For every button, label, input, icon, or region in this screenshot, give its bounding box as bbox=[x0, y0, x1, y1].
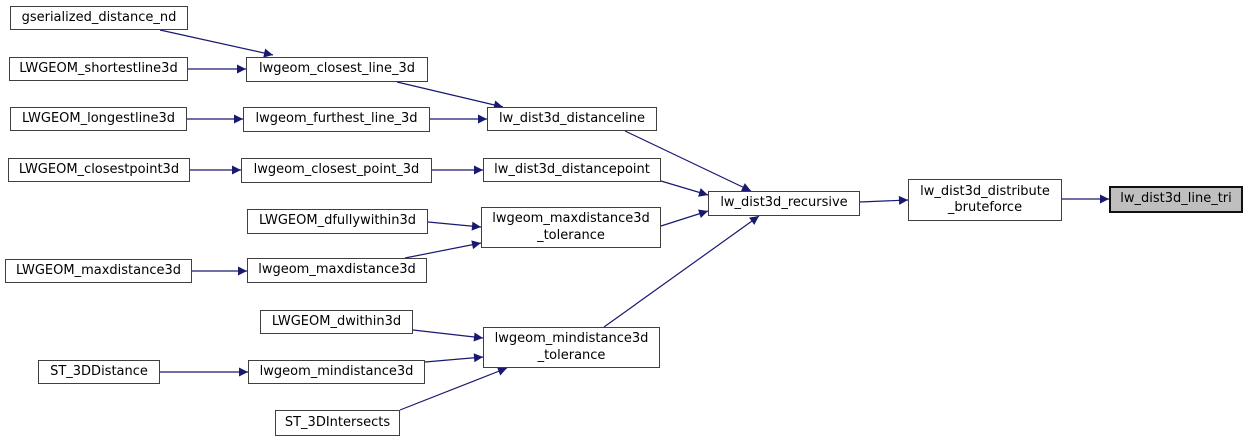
edge-lwgeom_mindistance3d-to-lwgeom_mindistance3d_tolerance bbox=[424, 353, 484, 363]
graph-node-lwgeom_furthest_line_3d[interactable]: lwgeom_furthest_line_3d bbox=[243, 107, 430, 132]
graph-node-lw_dist3d_distancepoint[interactable]: lw_dist3d_distancepoint bbox=[483, 158, 661, 182]
graph-node-lw_dist3d_recursive[interactable]: lw_dist3d_recursive bbox=[708, 191, 860, 216]
graph-node-LWGEOM_shortestline3d[interactable]: LWGEOM_shortestline3d bbox=[9, 57, 188, 81]
graph-node-lwgeom_maxdistance3d[interactable]: lwgeom_maxdistance3d bbox=[247, 258, 427, 283]
graph-node-lw_dist3d_distribute_bruteforce[interactable]: lw_dist3d_distribute _bruteforce bbox=[908, 179, 1062, 221]
graph-node-LWGEOM_maxdistance3d[interactable]: LWGEOM_maxdistance3d bbox=[5, 259, 192, 283]
edge-lwgeom_maxdistance3d_tolerance-to-lw_dist3d_recursive bbox=[660, 209, 709, 227]
graph-node-LWGEOM_closestpoint3d[interactable]: LWGEOM_closestpoint3d bbox=[8, 158, 190, 182]
graph-node-lw_dist3d_distanceline[interactable]: lw_dist3d_distanceline bbox=[487, 107, 657, 131]
edge-lwgeom_closest_line_3d-to-lw_dist3d_distanceline bbox=[396, 81, 504, 110]
edge-lw_dist3d_distanceline-to-lw_dist3d_recursive bbox=[624, 130, 752, 192]
graph-node-gserialized_distance_nd[interactable]: gserialized_distance_nd bbox=[10, 6, 188, 30]
graph-node-lwgeom_closest_point_3d[interactable]: lwgeom_closest_point_3d bbox=[241, 158, 432, 183]
edge-gserialized_distance_nd-to-lwgeom_closest_line_3d bbox=[159, 29, 274, 58]
graph-node-ST_3DDistance[interactable]: ST_3DDistance bbox=[38, 360, 160, 384]
edge-lwgeom_maxdistance3d-to-lwgeom_maxdistance3d_tolerance bbox=[404, 240, 482, 259]
edge-lw_dist3d_distancepoint-to-lw_dist3d_recursive bbox=[660, 180, 709, 197]
graph-node-ST_3DIntersects[interactable]: ST_3DIntersects bbox=[275, 410, 400, 436]
graph-node-lw_dist3d_line_tri: lw_dist3d_line_tri bbox=[1109, 186, 1243, 213]
edge-lwgeom_mindistance3d_tolerance-to-lw_dist3d_recursive bbox=[603, 215, 760, 328]
edge-LWGEOM_dwithin3d-to-lwgeom_mindistance3d_tolerance bbox=[412, 329, 484, 342]
graph-node-LWGEOM_longestline3d[interactable]: LWGEOM_longestline3d bbox=[10, 107, 187, 131]
edge-ST_3DIntersects-to-lwgeom_mindistance3d_tolerance bbox=[399, 367, 508, 411]
graph-node-lwgeom_mindistance3d[interactable]: lwgeom_mindistance3d bbox=[248, 360, 425, 384]
graph-node-lwgeom_maxdistance3d_tolerance[interactable]: lwgeom_maxdistance3d _tolerance bbox=[481, 207, 661, 248]
graph-node-lwgeom_closest_line_3d[interactable]: lwgeom_closest_line_3d bbox=[246, 57, 428, 82]
graph-node-LWGEOM_dfullywithin3d[interactable]: LWGEOM_dfullywithin3d bbox=[247, 209, 428, 234]
edge-lw_dist3d_recursive-to-lw_dist3d_distribute_bruteforce bbox=[859, 195, 909, 205]
graph-node-LWGEOM_dwithin3d[interactable]: LWGEOM_dwithin3d bbox=[260, 310, 413, 334]
edge-LWGEOM_dfullywithin3d-to-lwgeom_maxdistance3d_tolerance bbox=[427, 221, 482, 231]
graph-node-lwgeom_mindistance3d_tolerance[interactable]: lwgeom_mindistance3d _tolerance bbox=[483, 327, 660, 368]
